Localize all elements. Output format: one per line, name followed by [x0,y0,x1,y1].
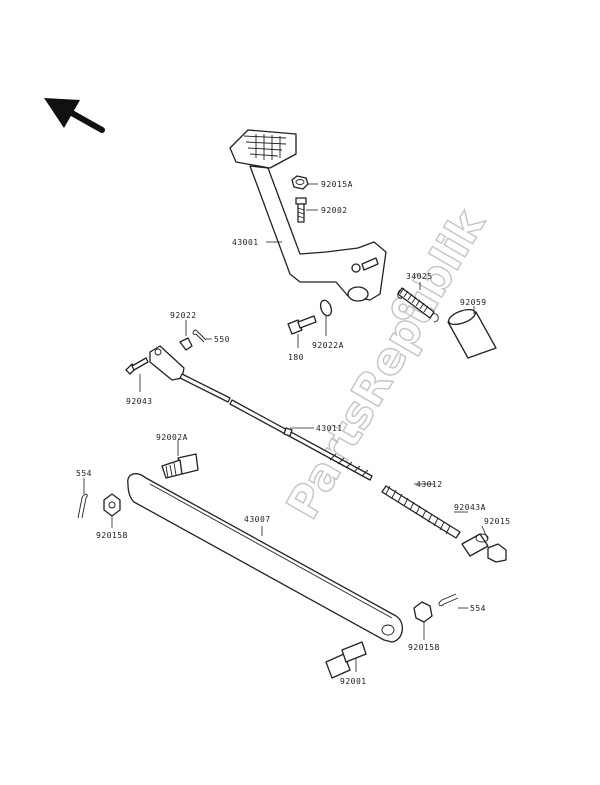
joint-92043a [461,533,489,557]
label-92001: 92001 [340,677,367,686]
callout-labels: 92015A 92002 43001 34025 92059 92022 550… [76,180,511,686]
nut-92015a [291,175,309,190]
link-arm-43007 [127,473,403,643]
cotter-pin-554-right [438,593,459,607]
spring-43012 [381,485,461,539]
label-43007: 43007 [244,515,271,524]
label-554-right: 554 [470,604,486,613]
label-92002a: 92002A [156,433,188,442]
front-arrow-icon [44,98,105,133]
label-92015b-left: 92015B [96,531,128,540]
nut-92015 [487,543,507,563]
bolt-92002 [295,197,307,223]
label-92022: 92022 [170,311,197,320]
washer-92022a [319,299,333,317]
bolt-92001 [325,641,367,679]
cotter-pin-550 [192,329,207,343]
label-43011: 43011 [316,424,343,433]
cotter-pin-554-left [77,493,88,519]
label-92002: 92002 [321,206,348,215]
label-43001: 43001 [232,238,259,247]
watermark: PartsRepublik [276,199,496,528]
label-92043a: 92043A [454,503,486,512]
nut-92015b-left [103,493,121,517]
leader-lines [83,183,489,672]
label-554-left: 554 [76,469,92,478]
label-550: 550 [214,335,230,344]
nut-92015b-right [413,601,433,623]
label-180: 180 [288,353,304,362]
label-92015: 92015 [484,517,511,526]
label-92022a: 92022A [312,341,344,350]
washer-92022 [179,337,193,351]
watermark-text: PartsRepublik [277,200,496,528]
collar-92059 [447,308,497,359]
label-34025: 34025 [406,272,433,281]
pin-92043 [125,357,149,375]
spring-34025 [397,287,439,323]
label-92059: 92059 [460,298,487,307]
clevis [149,345,185,381]
brake-pedal [229,129,387,302]
bolt-92002a [161,453,199,479]
bolt-180 [287,315,317,335]
label-92015a: 92015A [321,180,353,189]
label-43012: 43012 [416,480,443,489]
label-92043: 92043 [126,397,153,406]
brake-rod-43011 [179,373,373,481]
label-92015b-right: 92015B [408,643,440,652]
